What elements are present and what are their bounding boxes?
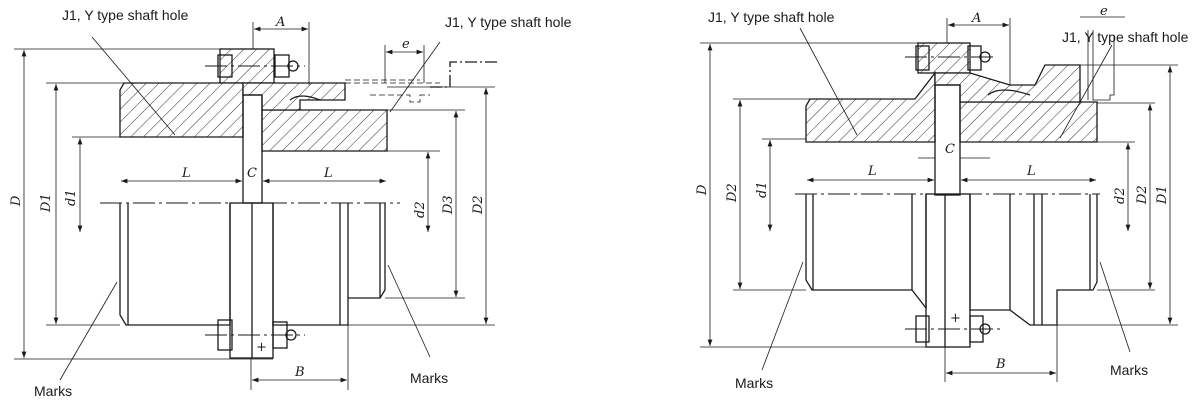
dim-L: L <box>867 164 877 179</box>
dim-C: C <box>247 166 257 181</box>
dim-D2: D2 <box>471 195 486 215</box>
marks-label: Marks <box>1110 362 1148 378</box>
dim-e: e <box>1100 4 1108 19</box>
right-hub-section <box>261 109 388 152</box>
right-top-flange <box>917 42 971 74</box>
marks-label: Marks <box>735 375 773 391</box>
shaft-hole-label: J1, Y type shaft hole <box>445 14 572 30</box>
svg-text:+: + <box>950 311 961 326</box>
dim-D: D <box>9 195 24 207</box>
dim-A: A <box>971 11 981 26</box>
dim-D: D <box>695 184 710 196</box>
dim-D3: D3 <box>441 195 456 215</box>
left-hub-section <box>805 71 936 143</box>
dim-L: L <box>323 166 333 181</box>
marks-label: Marks <box>34 383 72 399</box>
shaft-hole-label: J1, Y type shaft hole <box>708 9 835 25</box>
dim-d2: d2 <box>1113 187 1128 204</box>
right-lower-flange <box>925 193 971 348</box>
left-sleeve-section <box>242 82 346 111</box>
dim-D2: D2 <box>1135 185 1150 205</box>
dim-A: A <box>275 15 285 30</box>
dim-D1: D1 <box>39 193 54 213</box>
dim-d1: d1 <box>755 181 770 198</box>
dim-d2: d2 <box>413 201 428 218</box>
right-lower-hub <box>272 203 386 326</box>
left-coupling-figure: + <box>9 7 572 399</box>
dim-L: L <box>1026 164 1036 179</box>
dim-B: B <box>294 365 305 380</box>
dim-d1: d1 <box>64 189 79 206</box>
left-hub-section <box>119 82 244 138</box>
dim-C: C <box>945 142 955 157</box>
marks-label: Marks <box>410 370 448 386</box>
left-lower-hub <box>805 194 927 310</box>
dim-e: e <box>402 37 410 52</box>
left-lower-hub <box>119 203 231 326</box>
dim-D1: D1 <box>1155 185 1170 205</box>
dim-L: L <box>181 166 191 181</box>
right-coupling-figure: + J1, <box>695 4 1189 391</box>
shaft-hole-label: J1, Y type shaft hole <box>62 7 189 23</box>
dim-D2: D2 <box>725 183 740 203</box>
dim-B: B <box>995 357 1006 372</box>
cross-mark: + <box>256 340 267 355</box>
shaft-hole-label: J1, Y type shaft hole <box>1062 29 1189 45</box>
